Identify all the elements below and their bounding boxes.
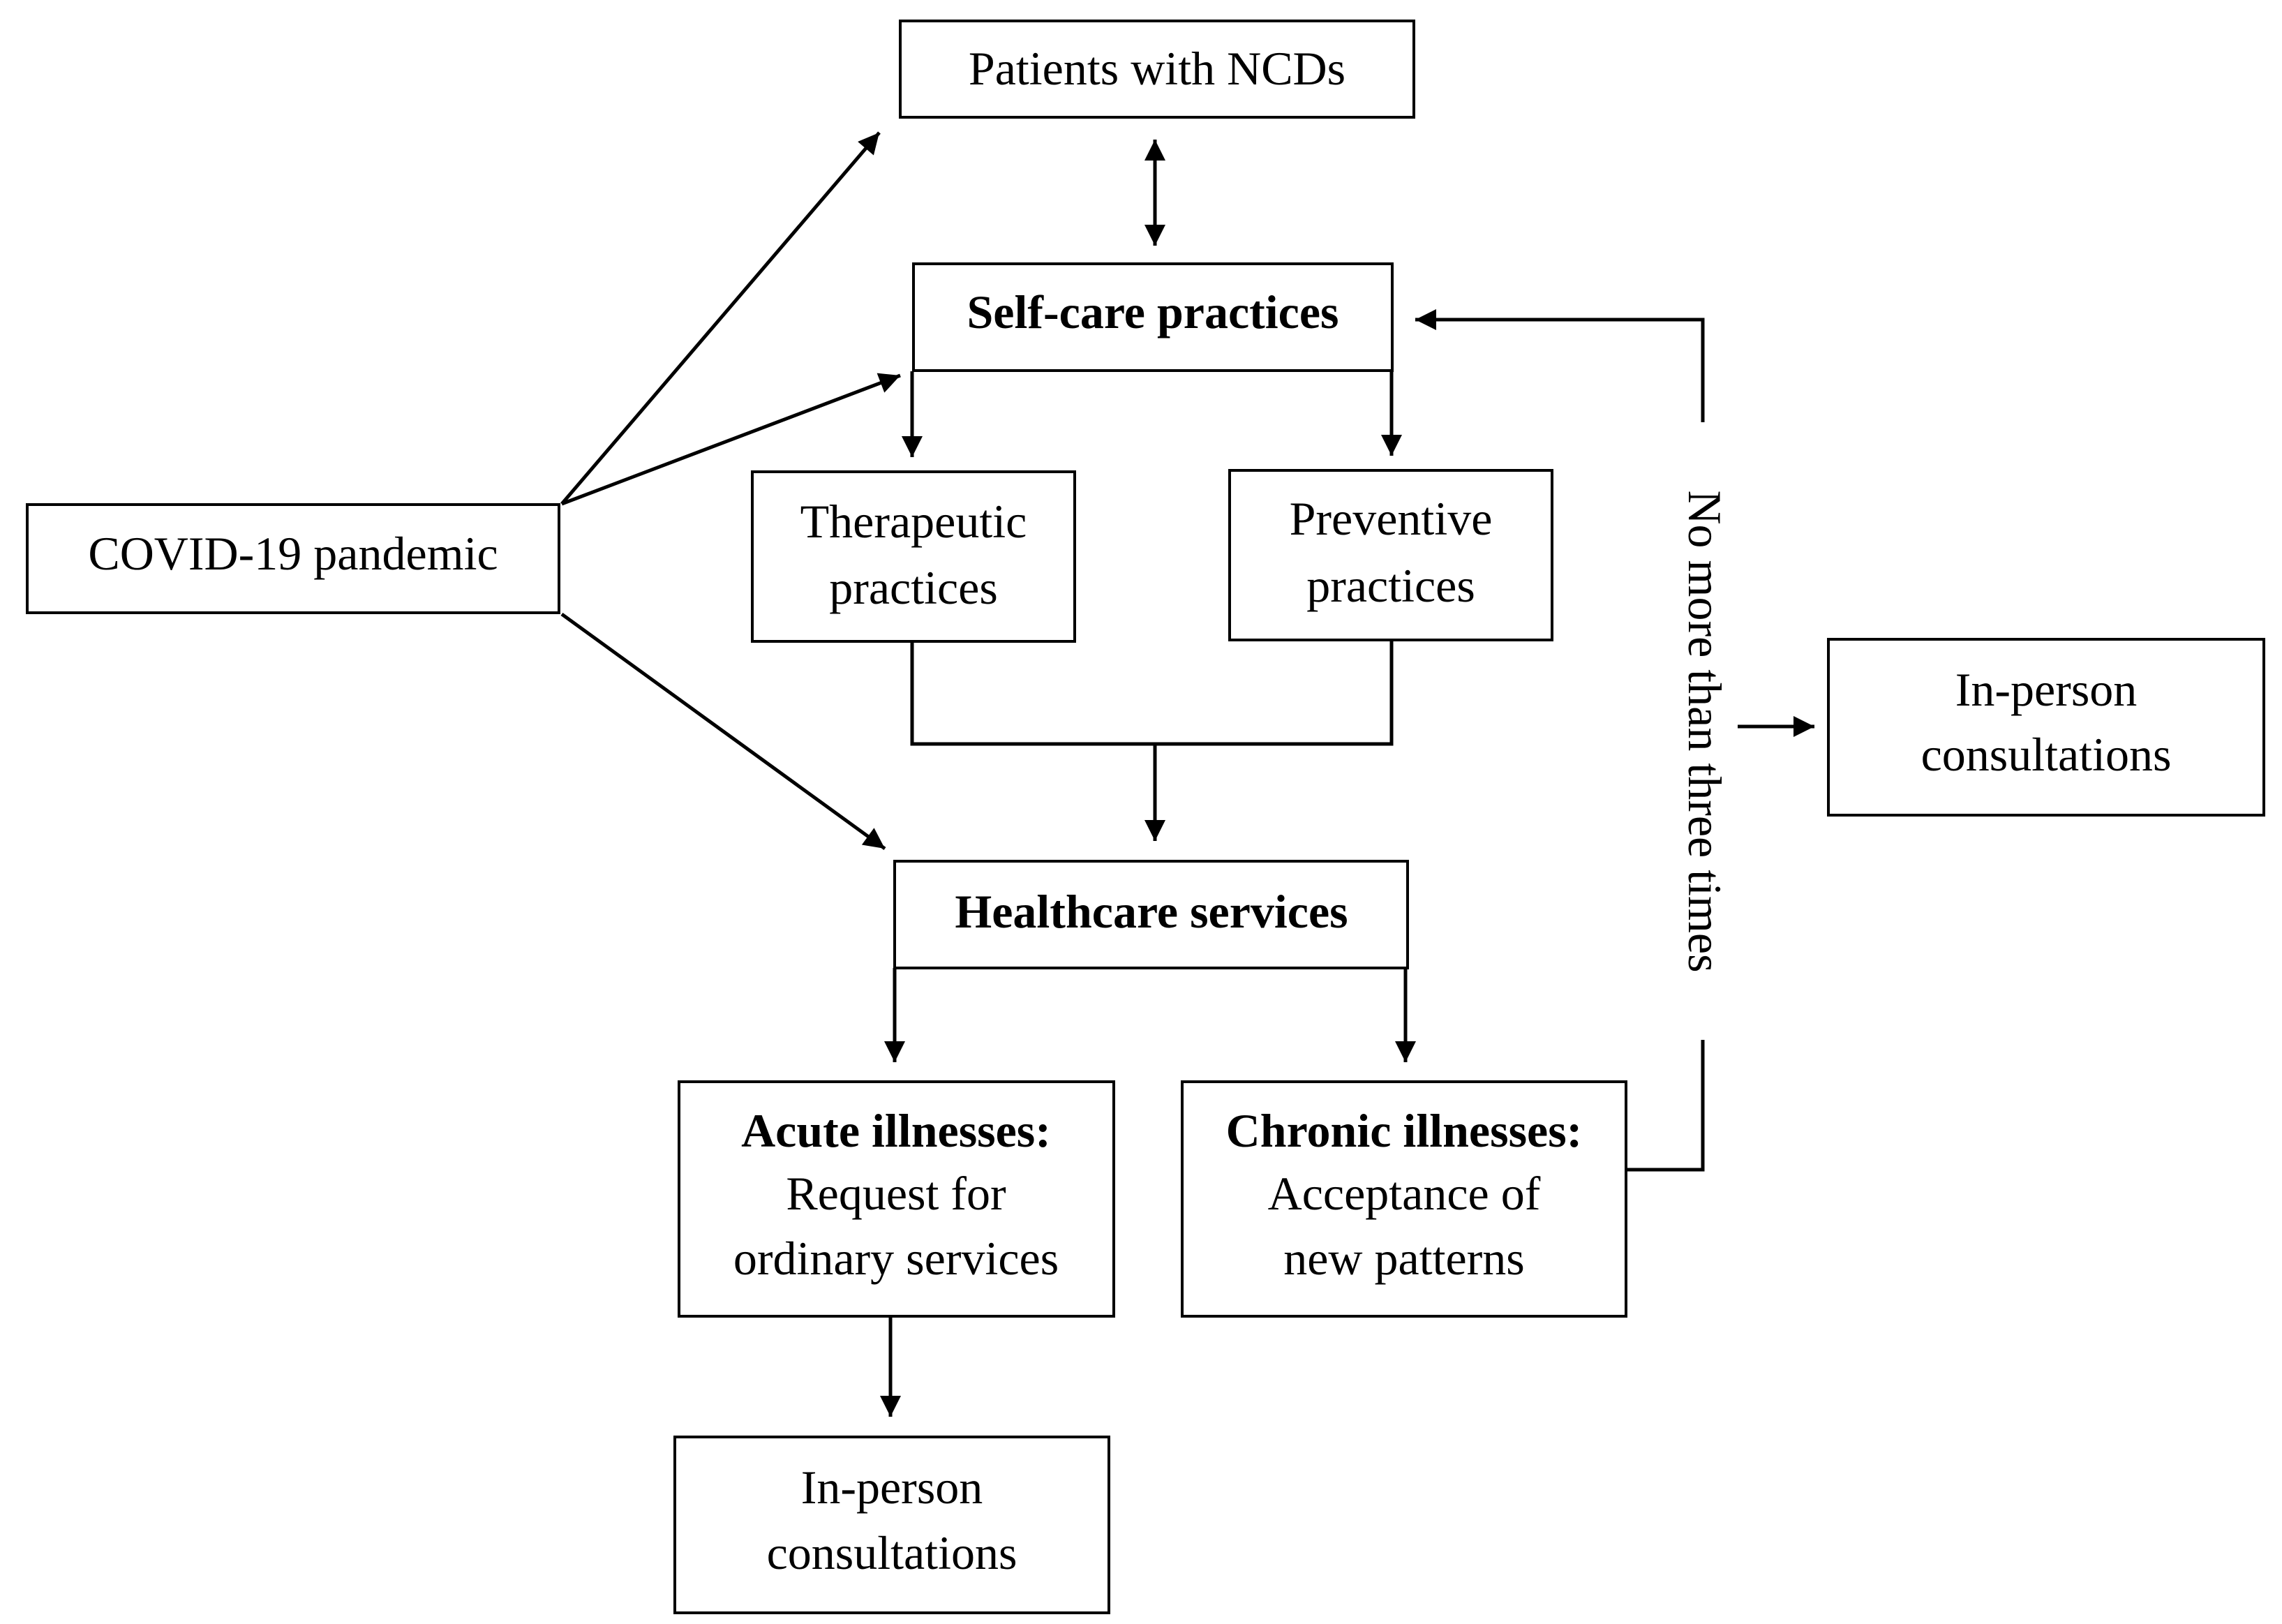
- node-label: Patients with NCDs: [969, 42, 1345, 95]
- node-label-line1: Therapeutic: [800, 495, 1027, 548]
- node-label-line2: consultations: [1921, 728, 2172, 781]
- feedback-to-selfcare-top: [1415, 309, 1705, 422]
- arrow-covid-to-selfcare: [561, 373, 901, 506]
- node-label: Self-care practices: [967, 285, 1338, 338]
- node-label-line2: new patterns: [1283, 1232, 1525, 1285]
- node-label: COVID-19 pandemic: [88, 527, 498, 580]
- node-in-person-consultations-right: In-person consultations: [1827, 638, 2265, 817]
- connectors: [560, 131, 1814, 1417]
- node-label-line2: practices: [1306, 559, 1475, 612]
- node-label-line2: consultations: [767, 1526, 1017, 1579]
- node-label-line1: Preventive: [1290, 492, 1493, 545]
- arrow-covid-to-patients: [560, 131, 881, 505]
- edge-label-no-more-than-three-times: No more than three times: [1678, 490, 1731, 972]
- node-in-person-consultations-bottom: In-person consultations: [673, 1436, 1110, 1614]
- node-therapeutic-practices: Therapeutic practices: [751, 470, 1076, 643]
- node-heading: Acute illnesses:: [741, 1104, 1051, 1157]
- node-chronic-illnesses: Chronic illnesses: Acceptance of new pat…: [1181, 1080, 1627, 1318]
- node-label-line1: Acceptance of: [1268, 1167, 1541, 1220]
- node-healthcare-services: Healthcare services: [893, 860, 1409, 969]
- node-acute-illnesses: Acute illnesses: Request for ordinary se…: [678, 1080, 1115, 1318]
- arrow-covid-to-healthcare: [560, 612, 886, 851]
- node-self-care-practices: Self-care practices: [912, 262, 1394, 372]
- node-label-line2: practices: [829, 561, 998, 614]
- node-patients-with-ncds: Patients with NCDs: [899, 20, 1415, 119]
- node-covid-19-pandemic: COVID-19 pandemic: [26, 503, 560, 614]
- feedback-chronic-to-selfcare: [1627, 1040, 1705, 1172]
- merge-practices-connector: [910, 641, 1394, 746]
- node-label-line2: ordinary services: [733, 1232, 1059, 1285]
- node-label-line1: Request for: [786, 1167, 1006, 1220]
- node-label: Healthcare services: [955, 885, 1348, 938]
- node-preventive-practices: Preventive practices: [1228, 469, 1553, 641]
- node-label-line1: In-person: [801, 1461, 983, 1514]
- node-heading: Chronic illnesses:: [1226, 1104, 1583, 1157]
- node-label-line1: In-person: [1955, 663, 2138, 716]
